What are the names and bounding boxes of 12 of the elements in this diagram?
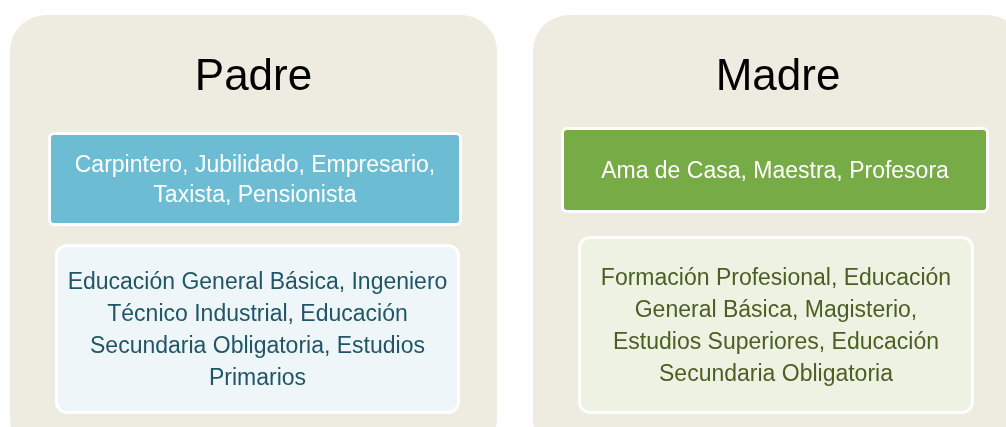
detail-box	[55, 244, 460, 414]
node-text: Formación Profesional, Educación General Básica, Magisterio, Estudios Superiores, Educación Secundaria Obligatoria	[599, 263, 953, 388]
category-box	[48, 132, 462, 226]
category-box	[561, 127, 989, 213]
node-text: Carpintero, Jubilidado, Empresario, Taxista, Pensionista	[73, 150, 437, 209]
detail-box	[578, 236, 974, 414]
panel-title: Padre	[193, 49, 314, 101]
panel	[10, 15, 497, 427]
node-text: Educación General Básica, Ingeniero Técnico Industrial, Educación Secundaria Obligatoria, Estudios Primarios	[66, 267, 449, 392]
node-text: Ama de Casa, Maestra, Profesora	[601, 156, 949, 185]
panel-title: Madre	[714, 49, 842, 101]
panel	[533, 15, 1006, 427]
